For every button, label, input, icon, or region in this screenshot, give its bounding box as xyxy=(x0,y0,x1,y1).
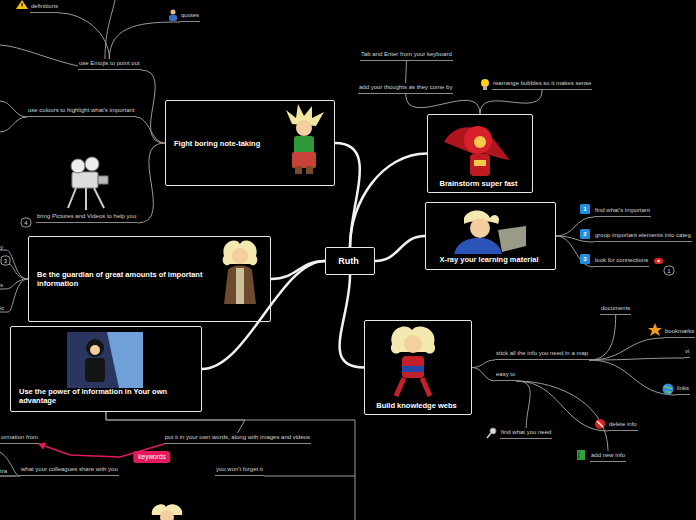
subtopic-text: you won't forget it xyxy=(216,465,263,473)
subtopic: quotes xyxy=(180,11,200,22)
branch-line xyxy=(589,360,676,395)
subtopic-text: use Emojis to point out xyxy=(79,59,140,67)
branch-line xyxy=(480,90,542,114)
subtopic-text: easy to xyxy=(496,370,515,378)
branch-line xyxy=(106,412,245,433)
branch-line xyxy=(350,154,427,248)
branch-line xyxy=(589,358,684,360)
subtopic: documents xyxy=(600,304,631,315)
topic-box: X-ray your learning material xyxy=(425,202,556,270)
subtopic: bookmarks xyxy=(664,327,695,338)
branch-line xyxy=(472,360,495,368)
subtopic: stick all the info you need in a map xyxy=(495,349,589,360)
topic-title: Brainstorm super fast xyxy=(428,179,529,188)
subtopic: find what you need xyxy=(500,428,552,439)
subtopic: group important elements into categ xyxy=(594,231,692,242)
count-badge: 4 xyxy=(24,219,27,227)
subtopic-text: links xyxy=(677,384,689,392)
subtopic: easy to xyxy=(495,370,516,381)
subtopic: use Emojis to point out xyxy=(78,59,141,70)
subtopic-text: add your thoughts as they come by xyxy=(359,83,452,91)
branch-line xyxy=(406,94,480,114)
subtopic: links xyxy=(676,384,690,395)
branch-line xyxy=(271,261,325,279)
subtopic: add new info xyxy=(590,451,626,462)
topic-title: Be the guardian of great amounts of impo… xyxy=(37,270,207,288)
subtopic-text: delete info xyxy=(609,420,637,428)
edge-label: keywords xyxy=(133,451,170,463)
subtopic-text: find what you need xyxy=(501,428,551,436)
subtopic-text: rearrange bubbles so it makes sense xyxy=(493,79,591,87)
subtopic-text: look for connections xyxy=(595,256,648,264)
subtopic: Tab and Enter from your keyboard xyxy=(360,50,453,61)
topic-box: Fight boring note-taking xyxy=(165,100,335,186)
subtopic-text: find what's important xyxy=(595,206,650,214)
branch-line xyxy=(106,412,355,476)
subtopic: look for connections xyxy=(594,256,649,267)
count-badge: 3 xyxy=(4,257,7,265)
branch-line xyxy=(516,381,608,431)
cut-text: s xyxy=(0,281,3,289)
branch-line xyxy=(405,61,407,83)
topic-title: Build knowledge webs xyxy=(365,401,468,410)
branch-line xyxy=(340,275,364,368)
subtopic: you won't forget it xyxy=(215,465,264,476)
subtopic-text: use colours to highlight what's importan… xyxy=(28,106,135,114)
subtopic-text: bring Pictures and Videos to help you xyxy=(37,212,136,220)
number-square: 2 xyxy=(583,230,586,238)
branch-line xyxy=(472,368,495,382)
subtopic: add your thoughts as they come by xyxy=(358,83,453,94)
subtopic: what your colleagues share with you xyxy=(20,465,119,476)
topic-title: X-ray your learning material xyxy=(426,255,552,264)
subtopic-text: add new info xyxy=(591,451,625,459)
subtopic: definitions xyxy=(30,2,59,13)
topic-title: Fight boring note-taking xyxy=(174,139,274,148)
topic-box: Be the guardian of great amounts of impo… xyxy=(28,236,271,322)
topic-title: Ruth xyxy=(326,257,371,266)
subtopic-text: put it in your own words, along with ima… xyxy=(165,433,310,441)
subtopic-text: ormation from xyxy=(1,433,38,441)
branch-line xyxy=(137,143,165,223)
branch-line xyxy=(335,143,360,247)
branch-line xyxy=(141,70,165,143)
subtopic: put it in your own words, along with ima… xyxy=(164,433,311,444)
branch-line xyxy=(375,236,425,261)
subtopic-text: group important elements into categ xyxy=(595,231,691,239)
subtopic-text: what your colleagues share with you xyxy=(21,465,118,473)
number-square: 1 xyxy=(583,205,586,213)
branch-line xyxy=(516,381,608,451)
cut-text: tra xyxy=(0,467,7,475)
central-topic: Ruth xyxy=(325,247,375,275)
subtopic: use colours to highlight what's importan… xyxy=(27,106,136,117)
subtopic-text: bookmarks xyxy=(665,327,694,335)
topic-title: Use the power of information in Your own… xyxy=(19,387,194,405)
subtopic-text: stick all the info you need in a map xyxy=(496,349,588,357)
branch-line xyxy=(109,22,180,59)
subtopic-text: Tab and Enter from your keyboard xyxy=(361,50,452,58)
branch-line xyxy=(59,13,109,59)
subtopic: vi xyxy=(684,347,690,358)
number-square: 3 xyxy=(583,255,586,263)
branch-line xyxy=(136,117,165,143)
branch-line xyxy=(516,381,530,428)
subtopic: bring Pictures and Videos to help you xyxy=(36,212,137,223)
topic-box: Use the power of information in Your own… xyxy=(10,326,202,412)
subtopic: delete info xyxy=(608,420,638,431)
subtopic-text: vi xyxy=(685,347,689,355)
branch-line xyxy=(202,261,325,369)
cut-text: y xyxy=(0,243,3,251)
branch-line xyxy=(589,338,664,360)
topic-box: Build knowledge webs xyxy=(364,320,472,415)
branch-line xyxy=(556,236,594,267)
subtopic: ormation from xyxy=(0,433,39,444)
subtopic-text: definitions xyxy=(31,2,58,10)
subtopic: find what's important xyxy=(594,206,651,217)
topic-box: Brainstorm super fast xyxy=(427,114,533,193)
subtopic: rearrange bubbles so it makes sense xyxy=(492,79,592,90)
branch-line xyxy=(589,315,616,360)
count-badge: 1 xyxy=(667,267,670,275)
subtopic-text: documents xyxy=(601,304,630,312)
cut-text: ic xyxy=(0,304,4,312)
subtopic-text: quotes xyxy=(181,11,199,19)
